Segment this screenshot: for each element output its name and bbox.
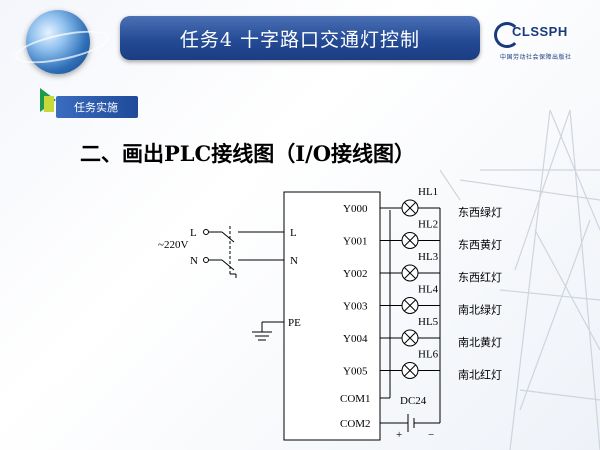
section-heading: 二、画出PLC接线图（I/O接线图）: [80, 141, 416, 166]
badge-marker-icon: [44, 96, 54, 112]
output-row: Y005 HL6 南北红灯: [343, 349, 502, 382]
lamp-cross: [404, 202, 416, 214]
output-row: Y001 HL2 东西黄灯: [343, 219, 502, 252]
plc-l-terminal-label: L: [290, 227, 297, 239]
lamp-description: 南北红灯: [458, 369, 502, 382]
output-port-label: Y000: [343, 203, 368, 215]
dc-minus-label: −: [428, 429, 434, 441]
publisher-swirl-icon: [494, 22, 520, 48]
output-port-label: Y004: [343, 333, 368, 345]
section-badge-label: 任务实施: [74, 101, 118, 114]
lamp-cross: [404, 234, 416, 247]
supply-voltage-label: ~220V: [158, 239, 188, 251]
output-port-label: Y003: [343, 301, 368, 313]
lamp-cross: [404, 364, 416, 377]
lamp-description: 东西红灯: [458, 271, 502, 284]
supply-l-label: L: [190, 227, 197, 239]
globe-logo-icon: [26, 10, 90, 74]
supply-switch: [209, 226, 284, 278]
output-row: Y004 HL5 南北黄灯: [343, 316, 502, 349]
plc-box: [283, 191, 381, 441]
output-lamps: Y000 HL1 东西绿灯 Y001 HL2 东西黄灯 Y002 HL3 东西红灯 Y003 HL4…: [343, 186, 502, 382]
output-row: Y002 HL3 东西红灯: [343, 251, 502, 284]
plc-pe-label: PE: [288, 317, 301, 329]
page-title: 任务4 十字路口交通灯控制: [179, 28, 421, 51]
output-port-label: Y002: [343, 268, 367, 280]
publisher-subtitle: 中国劳动社会保障出版社: [500, 54, 572, 61]
lamp-label: HL4: [418, 284, 439, 296]
lamp-label: HL3: [418, 251, 439, 263]
lamp-cross: [404, 267, 416, 279]
ground-icon: [252, 321, 284, 341]
lamp-cross: [404, 332, 416, 344]
output-port-label: Y005: [343, 366, 368, 378]
dc-supply-wiring: [380, 208, 441, 432]
lamp-description: 南北黄灯: [458, 335, 502, 349]
lamp-label: HL2: [418, 219, 438, 231]
lamp-description: 东西绿灯: [458, 205, 502, 219]
lamp-cross: [404, 299, 416, 312]
section-badge: 任务实施: [56, 96, 138, 118]
plc-com2-label: COM2: [340, 418, 371, 430]
lamp-label: HL5: [418, 316, 439, 328]
supply-n-terminal: [203, 257, 209, 263]
lamp-description: 南北绿灯: [458, 303, 502, 317]
output-row: Y003 HL4 南北绿灯: [343, 284, 502, 317]
output-row: Y000 HL1 东西绿灯: [343, 186, 502, 219]
supply-n-label: N: [190, 255, 198, 267]
title-banner: 任务4 十字路口交通灯控制: [120, 16, 480, 60]
power-tower-illustration: [440, 110, 600, 450]
publisher-logo: CLSSPH 中国劳动社会保障出版社: [494, 22, 594, 68]
plc-n-terminal-label: N: [290, 255, 298, 267]
dc-supply-label: DC24: [400, 395, 427, 407]
lamp-label: HL1: [418, 186, 438, 198]
publisher-name: CLSSPH: [512, 24, 568, 39]
lamp-description: 东西黄灯: [458, 238, 502, 252]
supply-l-terminal: [203, 229, 209, 235]
lamp-label: HL6: [418, 349, 439, 361]
output-port-label: Y001: [343, 236, 367, 248]
plc-com1-label: COM1: [340, 393, 371, 405]
dc-plus-label: +: [396, 429, 402, 441]
